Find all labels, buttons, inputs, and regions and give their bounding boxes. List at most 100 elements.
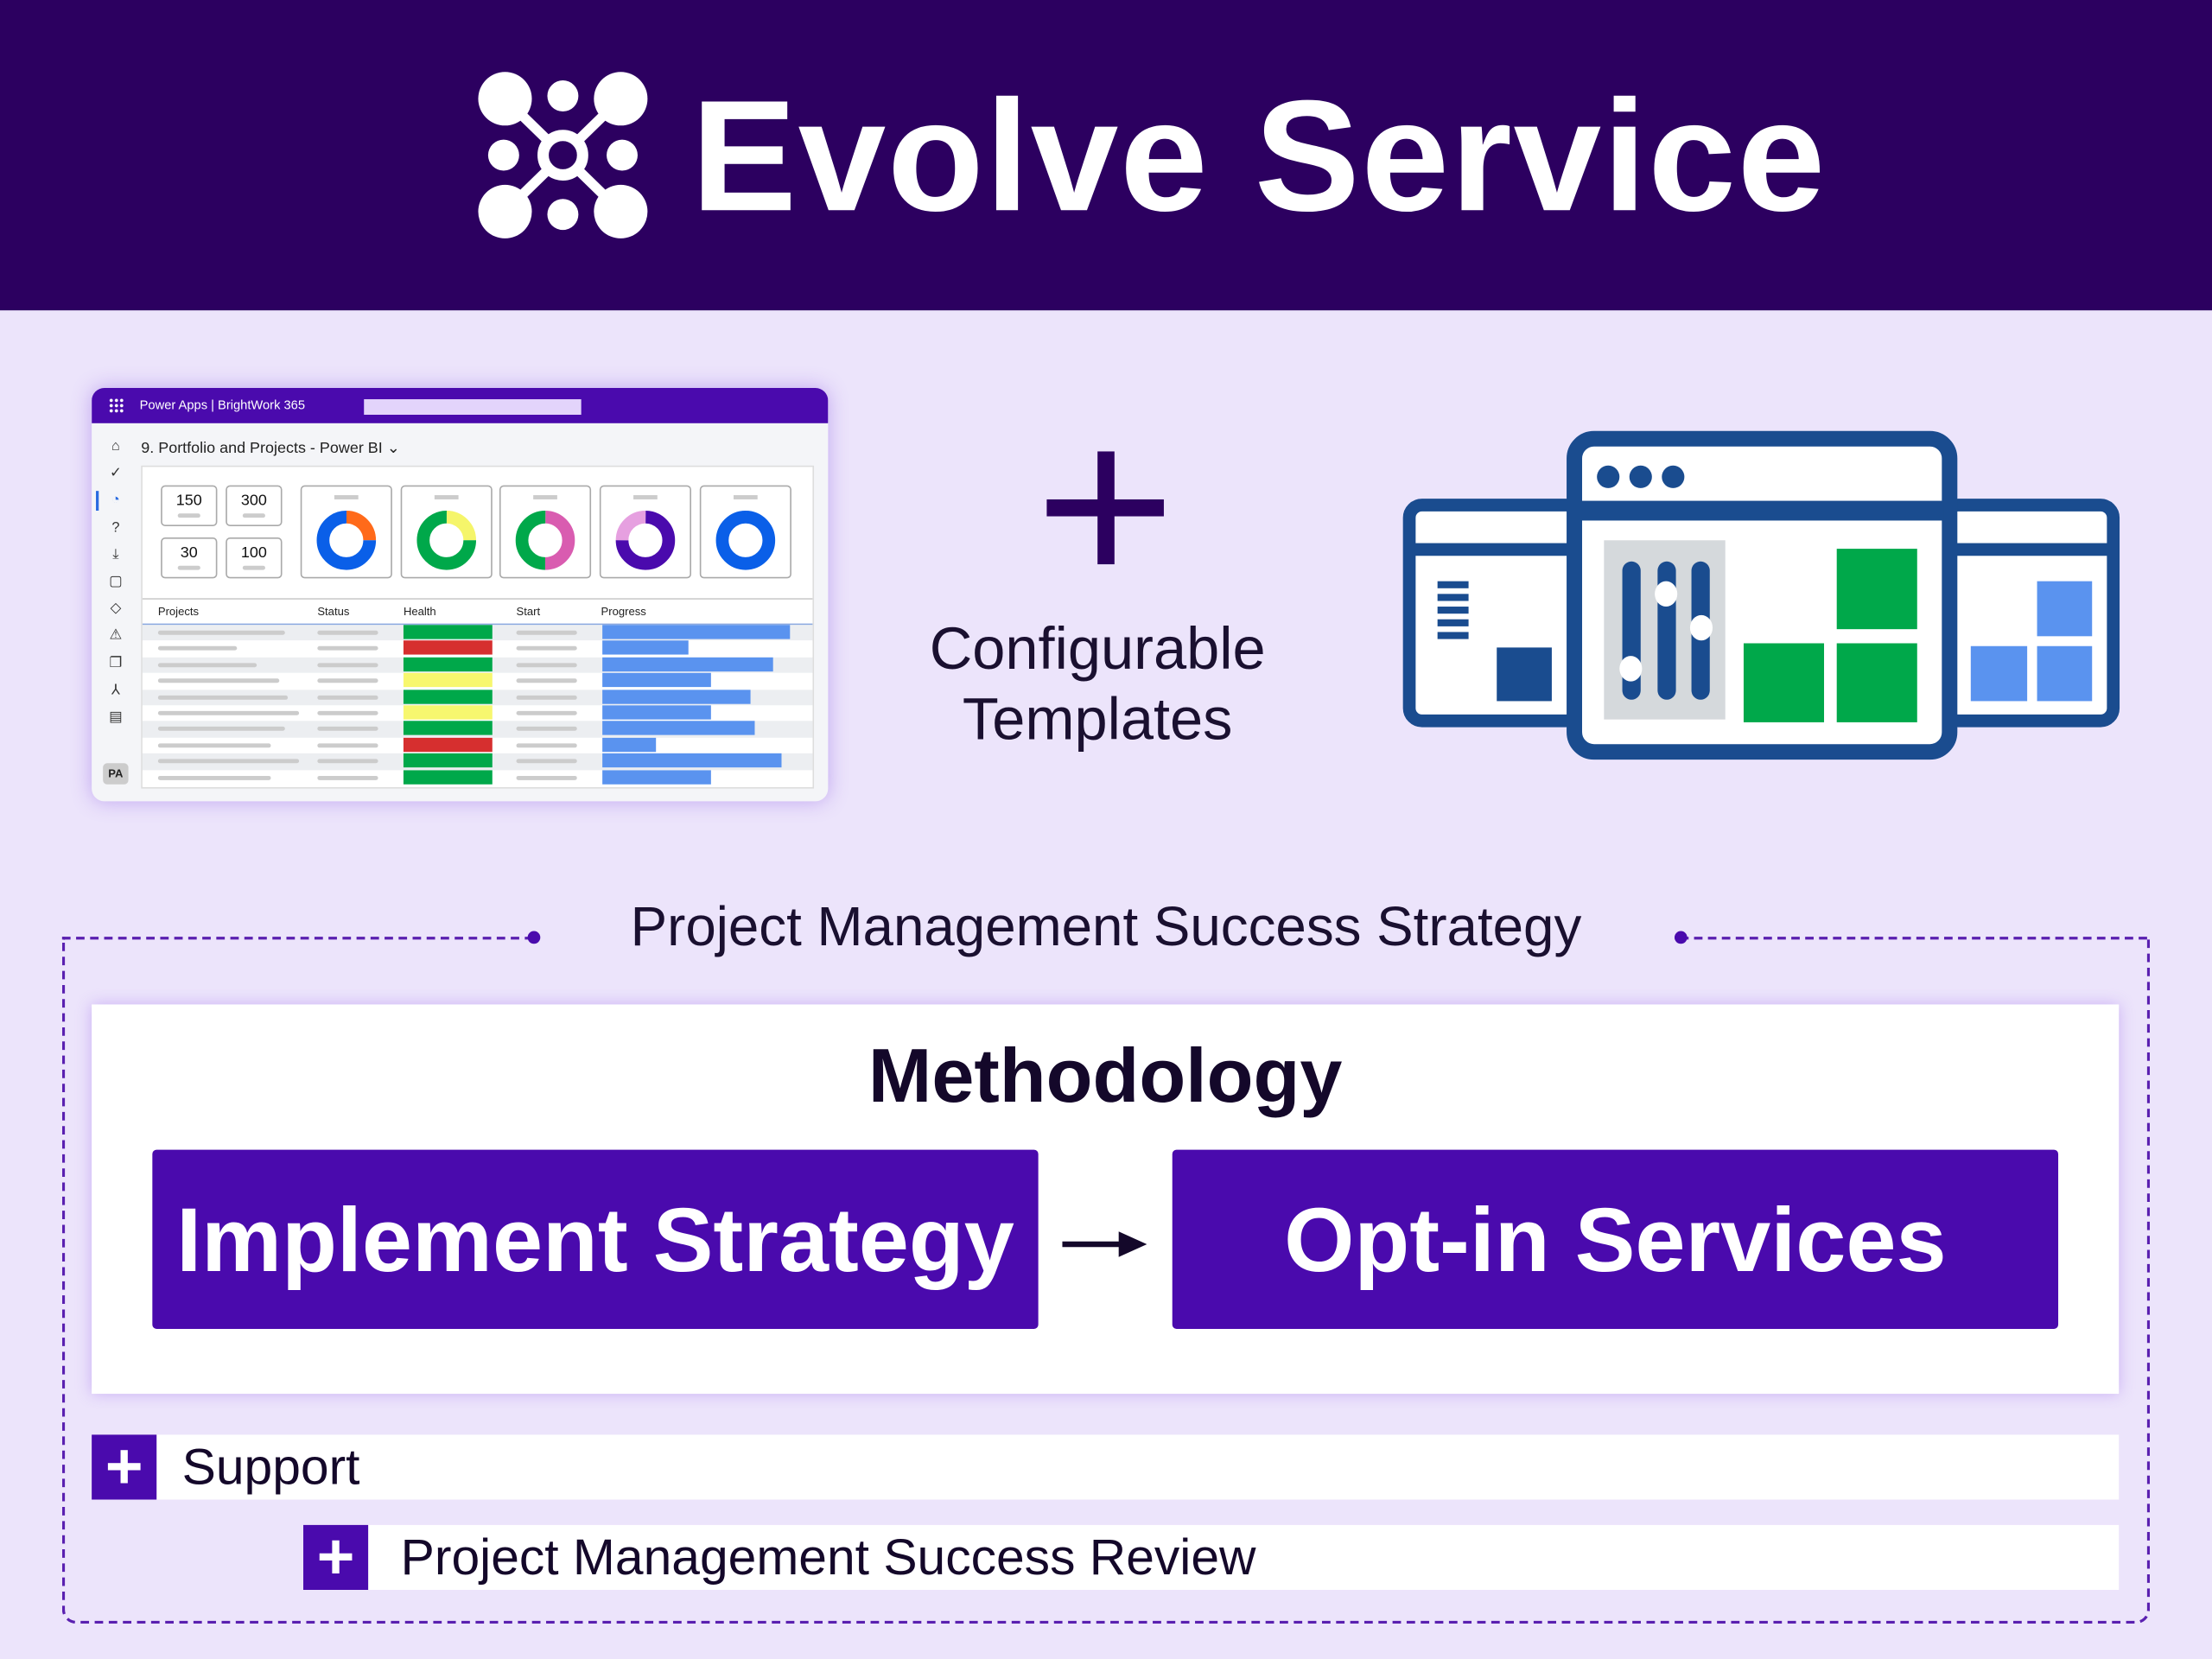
table-row[interactable] [142,769,813,786]
kpi-card: 30 [161,537,218,579]
header-banner: Evolve Service [0,0,2212,311]
configurable-templates-label: Configurable Templates [874,613,1320,754]
start-placeholder [516,743,577,747]
review-row[interactable]: + Project Management Success Review [303,1523,2120,1590]
support-row[interactable]: + Support [92,1433,2120,1500]
table-row[interactable] [142,640,813,658]
plus-icon[interactable]: + [303,1523,369,1590]
donut-segment [416,511,476,570]
health-indicator [403,689,493,704]
clipboard-icon[interactable]: ▢ [109,574,123,590]
project-name-placeholder [157,646,238,652]
methodology-card: Methodology Implement Strategy Opt-in Se… [92,1004,2120,1395]
donut-chart-card [499,485,592,579]
table-row[interactable] [142,657,813,674]
search-input[interactable] [364,399,582,415]
start-placeholder [516,678,577,683]
column-header[interactable]: Health [403,605,436,619]
pie-chart-icon[interactable]: ◔ [111,493,120,509]
breadcrumb[interactable]: 9. Portfolio and Projects - Power BI ⌄ [141,439,400,457]
donut-segment [615,511,676,570]
progress-bar [602,673,711,688]
kpi-value: 30 [180,544,198,562]
start-placeholder [516,663,577,667]
donut-segment [615,511,676,570]
plus-icon[interactable]: + [92,1433,157,1500]
donut-chart-card [600,485,692,579]
start-placeholder [516,710,577,715]
column-header[interactable]: Progress [601,605,646,619]
active-indicator [96,491,99,512]
copy-icon[interactable]: ❐ [109,655,123,671]
progress-bar [602,753,782,768]
home-icon[interactable]: ⌂ [111,438,120,454]
hierarchy-icon[interactable]: ⅄ [111,682,120,698]
health-indicator [403,673,493,688]
status-placeholder [317,710,378,715]
breadcrumb-label: 9. Portfolio and Projects - Power BI [141,440,383,457]
table-row[interactable] [142,625,813,641]
report-icon[interactable]: ▤ [109,709,123,726]
strategy-title: Project Management Success Strategy [630,897,1582,958]
opt-in-services-button[interactable]: Opt-in Services [1172,1149,2059,1329]
donut-segment [516,511,575,570]
start-placeholder [516,727,577,732]
health-indicator [403,625,493,639]
progress-bar [602,721,755,736]
warning-icon[interactable]: ⚠ [109,628,123,645]
implement-strategy-button[interactable]: Implement Strategy [152,1149,1039,1329]
table-row[interactable] [142,737,813,754]
progress-bar [602,657,774,671]
support-label: Support [181,1437,360,1496]
dashed-divider-right [1680,937,2147,940]
donut-segment [516,511,575,570]
health-indicator [403,769,493,785]
check-circle-icon[interactable]: ✓ [110,466,122,482]
status-placeholder [317,743,378,747]
project-name-placeholder [157,630,285,635]
dashboard-preview: Power Apps | BrightWork 365 ⌂✓◔?⤓▢◇⚠❐⅄▤ … [92,387,829,802]
table-row[interactable] [142,673,813,690]
project-name-placeholder [157,710,300,715]
donut-chart-card [300,485,392,579]
start-placeholder [516,630,577,635]
donut-chart-card [699,485,791,579]
column-header[interactable]: Status [317,605,350,619]
project-name-placeholder [157,775,271,780]
help-icon[interactable]: ? [111,519,120,536]
table-row[interactable] [142,705,813,721]
column-header[interactable]: Start [516,605,541,619]
app-launcher-icon[interactable] [108,397,124,414]
diamond-icon[interactable]: ◇ [110,601,122,617]
avatar[interactable]: PA [103,763,129,785]
methodology-title: Methodology [868,1033,1343,1119]
donut-chart [615,495,676,570]
strategy-frame [61,937,2151,1624]
arrow-right-icon [1062,1231,1147,1257]
templates-line-1: Configurable [929,614,1266,682]
app-title: Power Apps | BrightWork 365 [139,397,306,412]
health-indicator [403,657,493,671]
divider-dot [527,931,541,944]
donut-chart [715,495,775,570]
download-icon[interactable]: ⤓ [112,547,119,563]
column-header[interactable]: Projects [157,605,200,619]
table-row[interactable] [142,689,813,706]
kpi-value: 150 [175,492,202,510]
progress-bar [602,737,657,752]
templates-line-2: Templates [962,685,1233,753]
start-placeholder [516,695,577,700]
health-indicator [403,705,493,720]
donut-chart-card [400,485,493,579]
table-row[interactable] [142,721,813,738]
project-name-placeholder [157,663,257,667]
table-row[interactable] [142,753,813,770]
network-nodes-icon [478,72,648,238]
donut-segment [715,511,775,570]
project-name-placeholder [157,695,289,700]
donut-chart [316,495,377,570]
start-placeholder [516,646,577,652]
status-placeholder [317,630,378,635]
status-placeholder [317,727,378,732]
